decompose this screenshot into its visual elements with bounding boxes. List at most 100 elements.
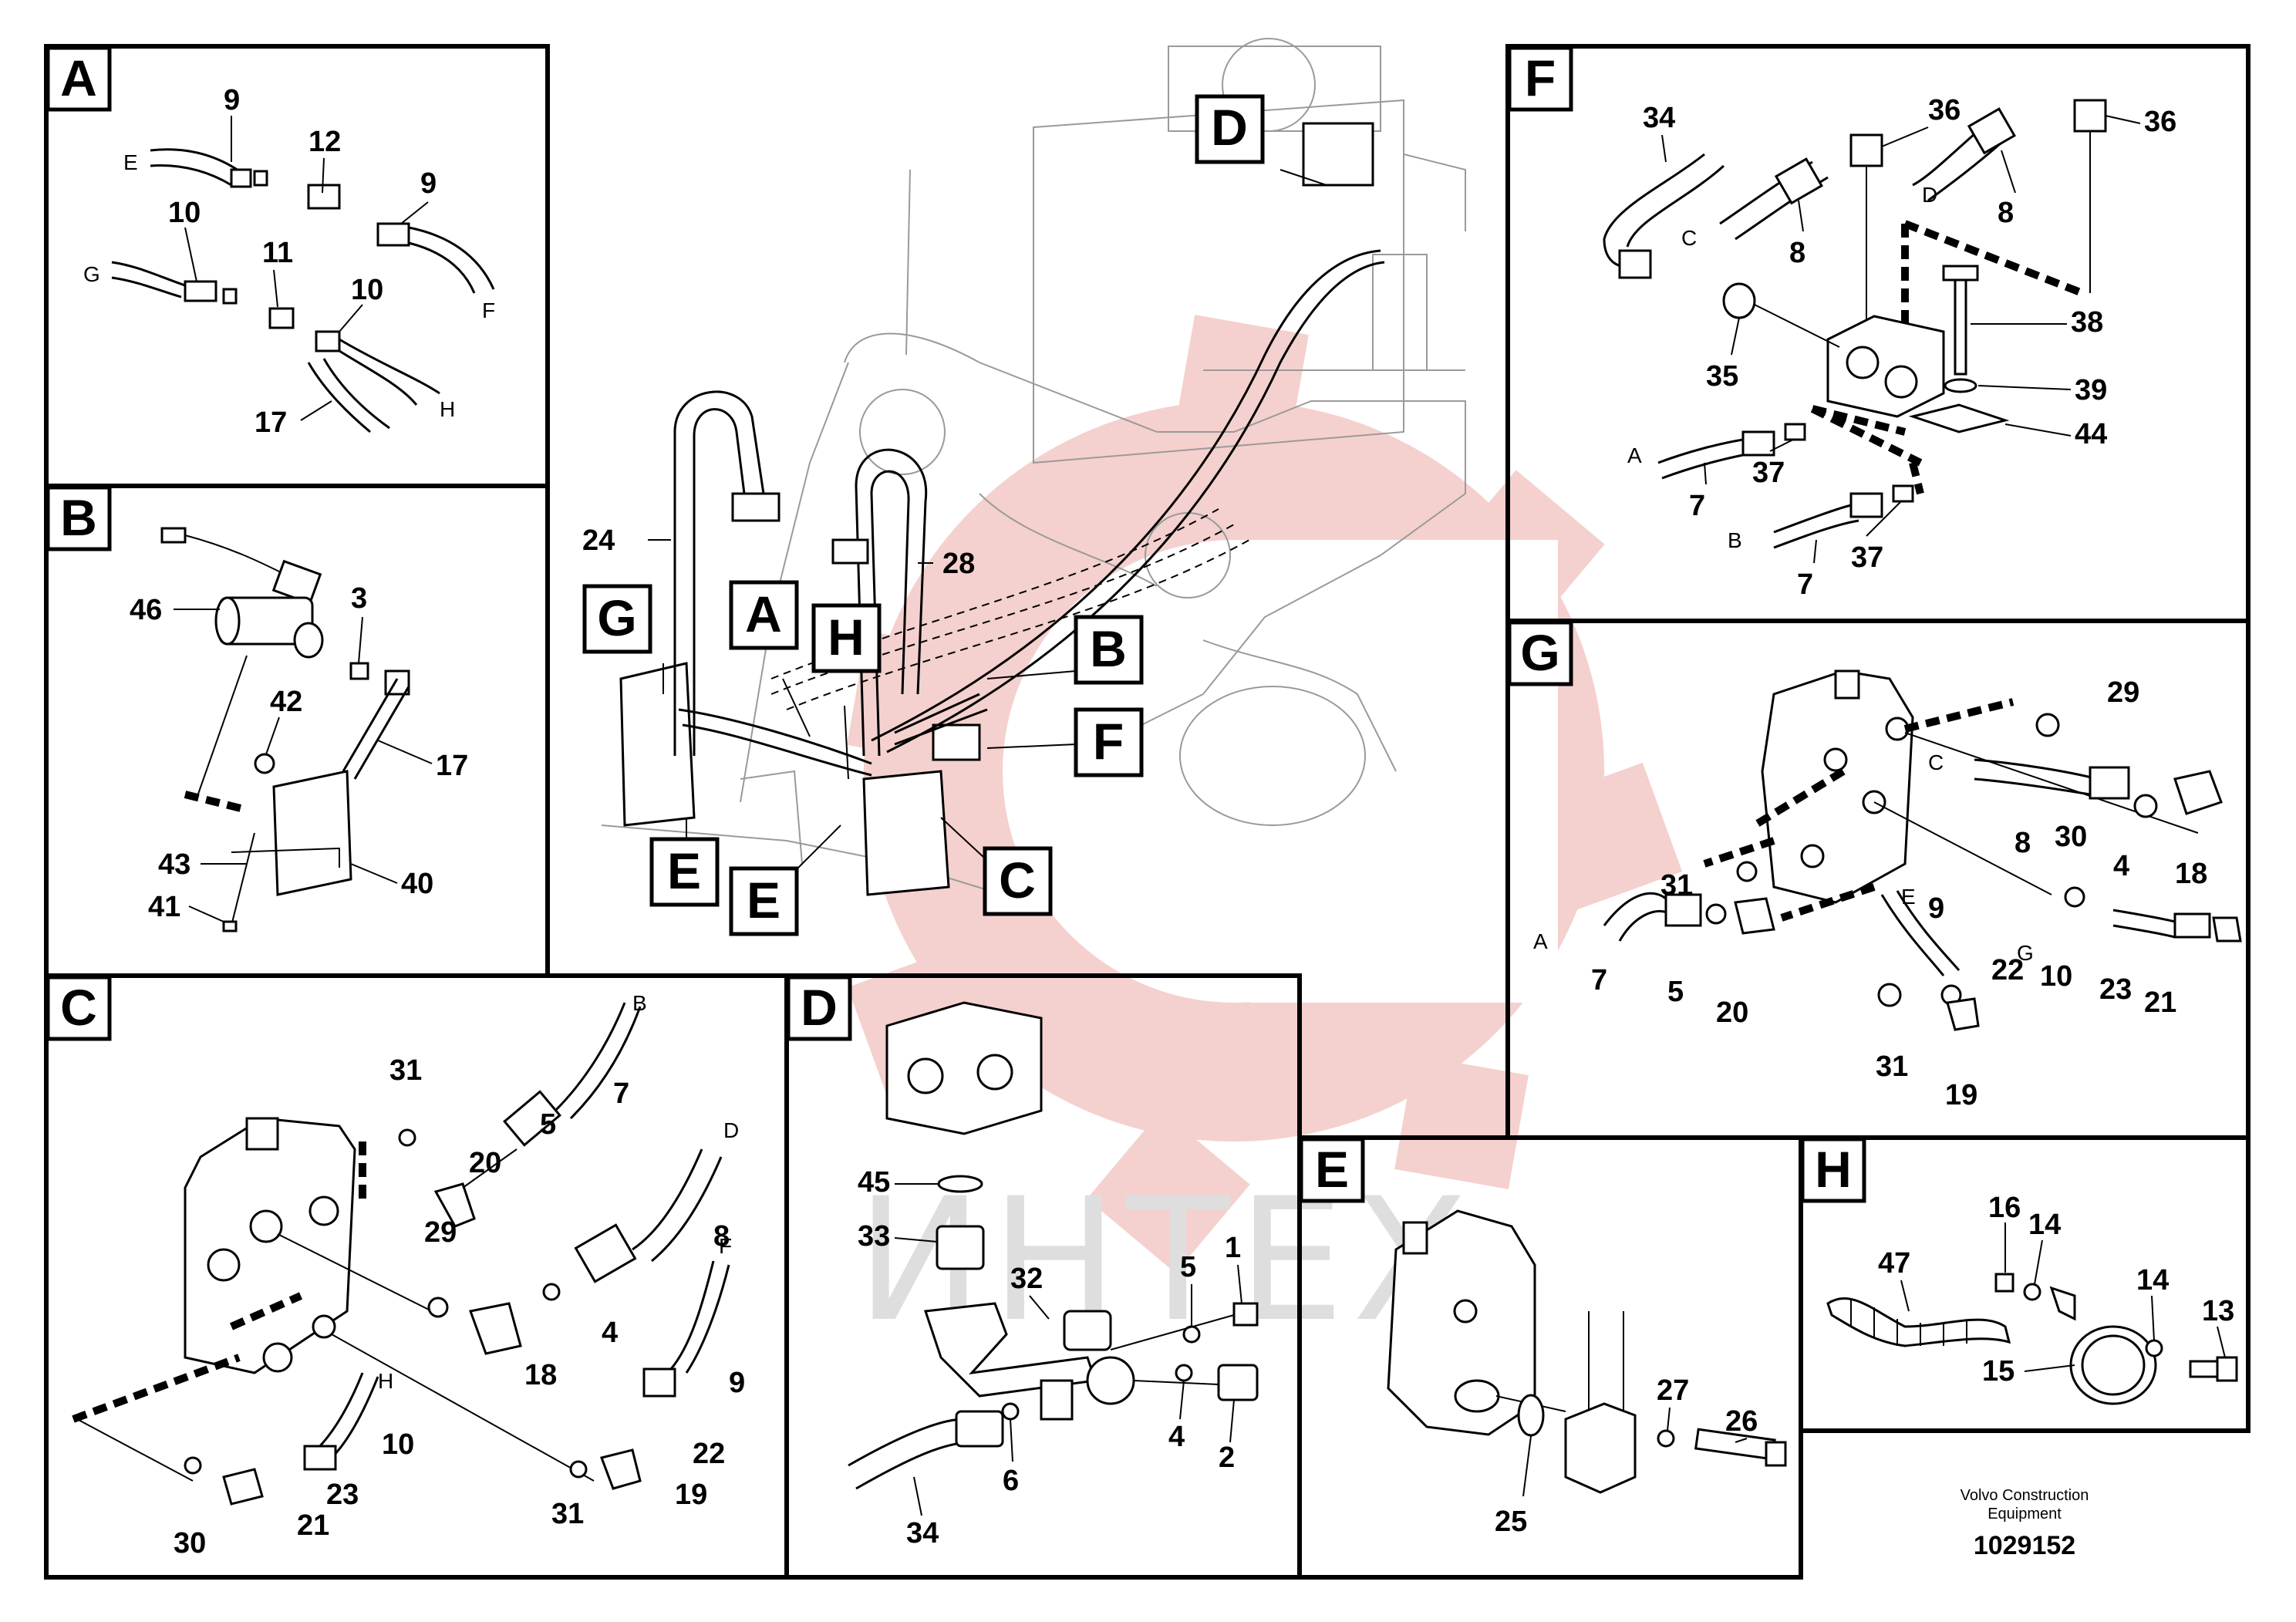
watermark: ИНТЕХ xyxy=(847,315,1683,1359)
doc-number: 1029152 xyxy=(1974,1531,2075,1560)
panel-A: A 9 12 9 10 11 10 17 E F G H xyxy=(44,44,550,488)
part-label-20: 20 xyxy=(1716,996,1748,1029)
part-label-3: 3 xyxy=(351,582,367,615)
part-label-1: 1 xyxy=(1225,1232,1241,1264)
panel-letter-C: C xyxy=(60,979,97,1036)
part-label-41: 41 xyxy=(148,891,180,923)
footer-company-line2: Equipment xyxy=(1988,1506,2062,1523)
part-label-34: 34 xyxy=(1643,102,1675,134)
part-label-30: 30 xyxy=(174,1527,206,1560)
panel-D: D 45 33 32 5 1 4 2 6 34 xyxy=(784,973,1302,1580)
part-label-25: 25 xyxy=(1495,1506,1527,1538)
part-label-47: 47 xyxy=(1878,1247,1910,1280)
callout-tag-D[interactable] xyxy=(1195,94,1265,164)
callout-tag-F[interactable] xyxy=(1074,707,1144,777)
part-label-38: 38 xyxy=(2071,306,2103,339)
callout-tag-G[interactable] xyxy=(582,584,652,654)
connection-label-G: G xyxy=(83,262,100,286)
part-label-13: 13 xyxy=(2202,1295,2234,1327)
part-label-12: 12 xyxy=(308,126,341,158)
part-label-10-a: 10 xyxy=(168,197,201,229)
connection-label-F: F xyxy=(719,1234,732,1258)
part-label-37-b: 37 xyxy=(1851,541,1883,574)
part-label-23: 23 xyxy=(326,1479,359,1511)
panel-F: F 34 36 36 xyxy=(1505,44,2250,623)
part-label-42: 42 xyxy=(270,686,302,718)
connection-label-C: C xyxy=(1928,750,1944,774)
part-label-30: 30 xyxy=(2055,821,2087,853)
callout-label-D: D xyxy=(1211,99,1248,156)
part-label-7: 7 xyxy=(613,1077,629,1110)
callout-label-B: B xyxy=(1090,620,1127,677)
part-label-4: 4 xyxy=(602,1317,618,1349)
connection-label-D: D xyxy=(1922,183,1937,207)
callout-label-G: G xyxy=(597,589,636,646)
connection-label-F: F xyxy=(482,298,495,322)
panel-letter-A: A xyxy=(60,49,97,106)
part-label-29: 29 xyxy=(2107,676,2139,709)
part-label-4: 4 xyxy=(1168,1421,1185,1453)
part-label-40: 40 xyxy=(401,868,433,900)
connection-label-A: A xyxy=(1533,929,1548,953)
callout-tag-H[interactable] xyxy=(811,603,882,673)
part-label-5: 5 xyxy=(1667,976,1684,1008)
callout-tag-A[interactable] xyxy=(729,580,799,650)
part-label-37-a: 37 xyxy=(1752,457,1785,489)
part-label-21: 21 xyxy=(297,1509,329,1542)
connection-label-G: G xyxy=(2017,941,2034,965)
part-label-21: 21 xyxy=(2144,986,2176,1019)
part-label-8-a: 8 xyxy=(1789,237,1805,269)
callout-label-A: A xyxy=(745,585,782,642)
part-label-34: 34 xyxy=(906,1517,939,1549)
connection-label-A: A xyxy=(1627,443,1642,467)
panel-H: H 16 14 47 14 13 15 xyxy=(1799,1135,2250,1433)
callout-tag-E-right[interactable] xyxy=(729,866,799,936)
panel-letter-B: B xyxy=(60,489,97,546)
part-label-36-a: 36 xyxy=(1928,94,1961,126)
part-label-45: 45 xyxy=(858,1166,890,1199)
panel-letter-H: H xyxy=(1815,1141,1852,1198)
part-label-18: 18 xyxy=(2175,858,2207,890)
part-label-20: 20 xyxy=(469,1147,501,1179)
callout-tag-C[interactable] xyxy=(983,846,1053,916)
part-label-16: 16 xyxy=(1988,1192,2021,1224)
part-label-7-a: 7 xyxy=(1689,490,1705,522)
panel-letter-E: E xyxy=(1315,1141,1349,1198)
part-label-19: 19 xyxy=(1945,1079,1977,1111)
part-label-31-b: 31 xyxy=(551,1498,584,1530)
footer: Volvo Construction Equipment 1029152 xyxy=(1961,1487,2089,1560)
part-label-31-a: 31 xyxy=(389,1054,422,1087)
footer-company-line1: Volvo Construction xyxy=(1961,1487,2089,1504)
part-label-2: 2 xyxy=(1219,1442,1235,1474)
part-label-18: 18 xyxy=(524,1359,557,1391)
part-label-46: 46 xyxy=(130,594,162,626)
part-label-35: 35 xyxy=(1706,360,1738,393)
callout-tag-E-left[interactable] xyxy=(649,837,720,907)
panel-B: B 46 3 42 17 43 40 41 xyxy=(44,484,550,978)
callout-label-F: F xyxy=(1093,713,1124,770)
part-label-6: 6 xyxy=(1003,1465,1019,1497)
part-label-14-b: 14 xyxy=(2136,1264,2169,1297)
part-label-19: 19 xyxy=(675,1479,707,1511)
callout-label-H: H xyxy=(828,609,865,666)
part-label-43: 43 xyxy=(158,848,190,881)
connection-label-B: B xyxy=(1728,528,1742,552)
part-label-14-a: 14 xyxy=(2028,1209,2061,1241)
callout-tag-B[interactable] xyxy=(1074,615,1144,685)
part-label-10-b: 10 xyxy=(351,274,383,306)
connection-label-E: E xyxy=(1901,885,1916,909)
callout-label-E-right: E xyxy=(747,872,781,929)
part-label-4: 4 xyxy=(2113,850,2129,882)
part-label-10: 10 xyxy=(2040,960,2072,993)
part-label-27: 27 xyxy=(1657,1374,1689,1407)
part-label-11: 11 xyxy=(262,237,293,269)
part-label-24: 24 xyxy=(582,524,615,557)
part-label-33: 33 xyxy=(858,1220,890,1253)
connection-label-E: E xyxy=(123,150,138,174)
connection-label-H: H xyxy=(440,397,455,421)
part-label-23: 23 xyxy=(2099,973,2132,1006)
panel-letter-D: D xyxy=(801,979,838,1036)
callout-label-E-left: E xyxy=(667,842,701,899)
connection-label-D: D xyxy=(723,1118,739,1142)
